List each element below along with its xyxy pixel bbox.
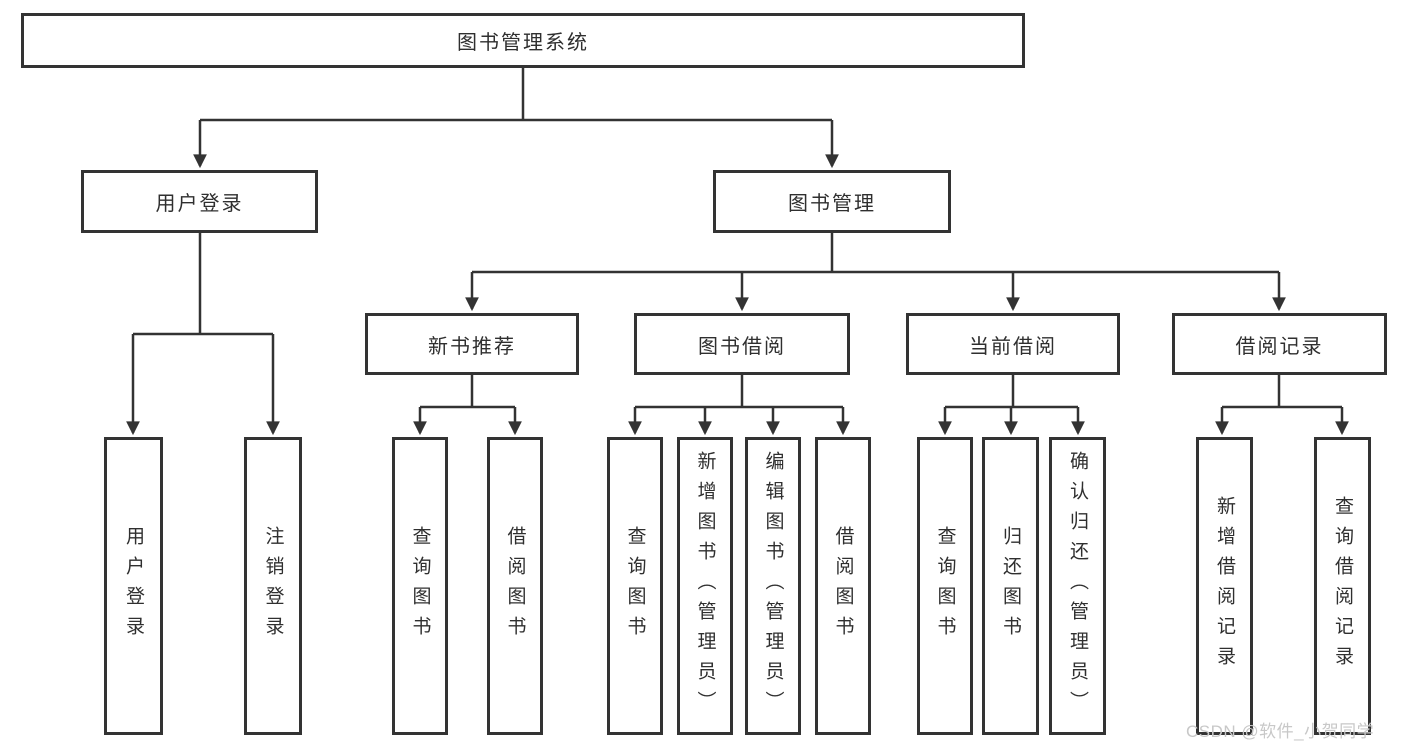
- watermark: CSDN @软件_小贺同学: [1186, 722, 1375, 741]
- leaf-borrow-books: 借阅图书: [815, 437, 871, 735]
- node-new-book-recommend: 新书推荐: [365, 313, 579, 375]
- leaf-edit-book-admin: 编辑图书（管理员）: [745, 437, 801, 735]
- node-current-borrow: 当前借阅: [906, 313, 1120, 375]
- connector-book-borrow-branch: [628, 375, 850, 436]
- node-borrow-records: 借阅记录: [1172, 313, 1387, 375]
- leaf-query-books-current: 查询图书: [917, 437, 973, 735]
- node-library-system: 图书管理系统: [21, 13, 1025, 68]
- leaf-query-books-borrow: 查询图书: [607, 437, 663, 735]
- leaf-return-book: 归还图书: [982, 437, 1039, 735]
- leaf-confirm-return-admin: 确认归还（管理员）: [1049, 437, 1106, 735]
- connector-current-borrow-branch: [938, 375, 1085, 436]
- leaf-add-borrow-record: 新增借阅记录: [1196, 437, 1253, 735]
- connector-user-login-branch: [126, 233, 280, 436]
- connector-book-management-branch: [465, 233, 1286, 312]
- leaf-borrow-books-recommend: 借阅图书: [487, 437, 543, 735]
- leaf-add-book-admin: 新增图书（管理员）: [677, 437, 733, 735]
- connector-new-book-branch: [413, 375, 522, 436]
- leaf-query-books-recommend: 查询图书: [392, 437, 448, 735]
- leaf-logout: 注销登录: [244, 437, 302, 735]
- node-book-borrow: 图书借阅: [634, 313, 850, 375]
- node-user-login: 用户登录: [81, 170, 318, 233]
- node-book-management: 图书管理: [713, 170, 951, 233]
- connector-borrow-records-branch: [1215, 375, 1349, 436]
- leaf-user-login: 用户登录: [104, 437, 163, 735]
- connector-root-to-level2: [193, 68, 839, 169]
- leaf-query-borrow-record: 查询借阅记录: [1314, 437, 1371, 735]
